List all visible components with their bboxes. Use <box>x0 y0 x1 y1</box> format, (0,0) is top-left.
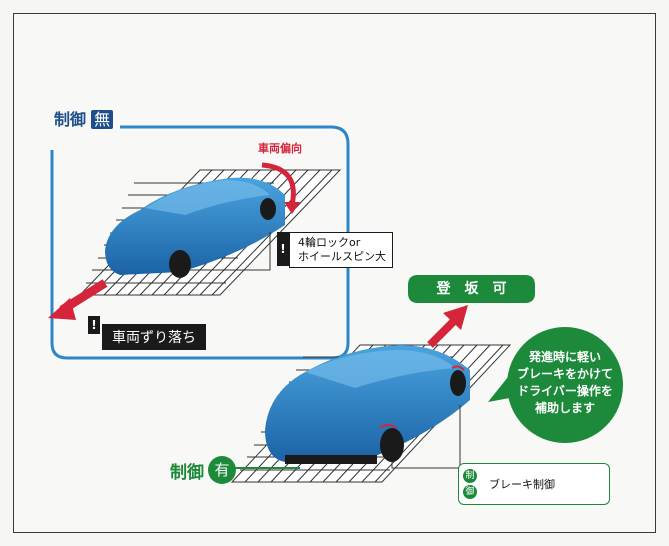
assist-line1: 発進時に軽い <box>528 350 601 364</box>
brake-label: ブレーキ制御 <box>489 478 555 491</box>
slide-label: 車両ずり落ち <box>102 324 206 350</box>
lock-callout-line2: ホイールスピン大 <box>298 250 386 263</box>
brake-tag-bottom: 御 <box>463 485 477 499</box>
brake-callout: 制 御 ブレーキ制御 <box>458 463 610 505</box>
with-control-badge: 有 <box>208 456 236 484</box>
no-control-label-prefix: 制御 <box>54 110 87 129</box>
brake-leader <box>391 405 461 469</box>
brake-tag: 制 御 <box>463 469 477 499</box>
assist-bubble-shape <box>488 327 623 443</box>
slide-warning-icon: ! <box>88 316 100 334</box>
assist-line2: ブレーキをかけて <box>516 367 613 381</box>
climb-label: 登 坂 可 <box>436 281 507 297</box>
lock-callout-line1: 4輪ロックor <box>298 236 361 249</box>
brake-tag-top: 制 <box>463 469 477 483</box>
no-control-badge: 無 <box>91 110 114 129</box>
assist-line3: ドライバー操作を <box>517 384 613 398</box>
assist-text: 発進時に軽い ブレーキをかけて ドライバー操作を 補助します <box>509 349 621 417</box>
no-control-panel-border <box>50 125 350 360</box>
with-control-label-prefix: 制御 <box>170 462 204 483</box>
vehicle-yaw-label: 車両偏向 <box>258 142 302 155</box>
yaw-arrow <box>261 162 296 206</box>
lock-callout-box: 4輪ロックor ホイールスピン大 <box>289 232 393 268</box>
lock-callout: ! 4輪ロックor ホイールスピン大 <box>277 232 393 268</box>
climb-arrow <box>427 317 458 348</box>
slide-callout: ! 車両ずり落ち <box>88 316 206 350</box>
climb-banner-shape <box>408 275 535 303</box>
with-control-label: 制御 有 <box>170 456 236 484</box>
lock-leader <box>200 232 271 271</box>
car-with-control <box>265 345 470 464</box>
assist-line4: 補助します <box>534 401 595 415</box>
no-control-label: 制御 無 <box>54 106 114 130</box>
car-no-control <box>105 177 285 278</box>
warning-icon: ! <box>277 232 289 266</box>
